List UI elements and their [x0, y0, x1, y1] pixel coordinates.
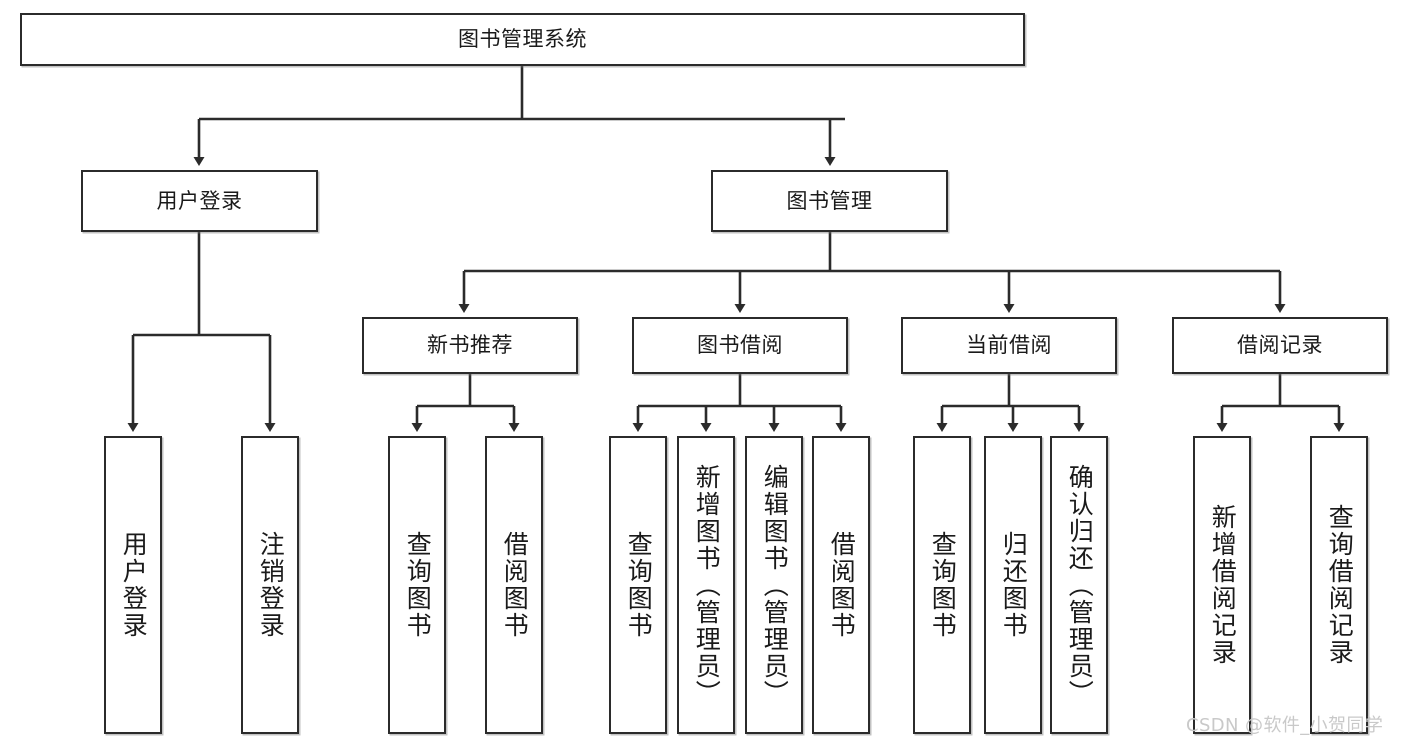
node-leaf-logout[interactable]: 注销登录	[241, 436, 299, 734]
node-leaf-query-record[interactable]: 查询借阅记录	[1310, 436, 1368, 734]
node-label-leaf-return-book: 归还图书	[999, 531, 1029, 639]
node-borrow-record[interactable]: 借阅记录	[1172, 317, 1388, 374]
node-label-leaf-query-book-3: 查询图书	[928, 531, 958, 639]
node-label-book-manage: 图书管理	[786, 188, 873, 213]
node-user-login[interactable]: 用户登录	[81, 170, 318, 232]
node-book-manage[interactable]: 图书管理	[711, 170, 948, 232]
node-new-book-rec[interactable]: 新书推荐	[362, 317, 578, 374]
node-leaf-add-record[interactable]: 新增借阅记录	[1193, 436, 1251, 734]
node-label-book-borrow: 图书借阅	[697, 333, 783, 357]
node-leaf-query-book-2[interactable]: 查询图书	[609, 436, 667, 734]
node-label-leaf-logout: 注销登录	[256, 531, 286, 639]
node-label-leaf-confirm-return: 确认归还（管理员）	[1065, 463, 1095, 707]
node-label-current-borrow: 当前借阅	[966, 333, 1052, 357]
node-current-borrow[interactable]: 当前借阅	[901, 317, 1117, 374]
node-leaf-user-login[interactable]: 用户登录	[104, 436, 162, 734]
node-leaf-query-book-1[interactable]: 查询图书	[388, 436, 446, 734]
node-label-new-book-rec: 新书推荐	[427, 333, 513, 357]
node-label-leaf-borrow-book-2: 借阅图书	[827, 531, 857, 639]
node-label-leaf-query-book-1: 查询图书	[403, 531, 433, 639]
node-label-leaf-add-record: 新增借阅记录	[1208, 504, 1238, 666]
node-label-root: 图书管理系统	[458, 27, 587, 51]
node-label-leaf-user-login: 用户登录	[119, 531, 149, 639]
node-label-leaf-edit-book: 编辑图书（管理员）	[760, 463, 790, 707]
node-leaf-add-book[interactable]: 新增图书（管理员）	[677, 436, 735, 734]
node-leaf-borrow-book-1[interactable]: 借阅图书	[485, 436, 543, 734]
node-book-borrow[interactable]: 图书借阅	[632, 317, 848, 374]
node-leaf-query-book-3[interactable]: 查询图书	[913, 436, 971, 734]
node-root[interactable]: 图书管理系统	[20, 13, 1025, 66]
node-leaf-confirm-return[interactable]: 确认归还（管理员）	[1050, 436, 1108, 734]
node-label-leaf-add-book: 新增图书（管理员）	[692, 463, 722, 707]
node-label-leaf-query-record: 查询借阅记录	[1325, 504, 1355, 666]
node-label-leaf-borrow-book-1: 借阅图书	[500, 531, 530, 639]
node-leaf-borrow-book-2[interactable]: 借阅图书	[812, 436, 870, 734]
node-label-user-login: 用户登录	[156, 188, 243, 213]
node-leaf-return-book[interactable]: 归还图书	[984, 436, 1042, 734]
node-label-leaf-query-book-2: 查询图书	[624, 531, 654, 639]
node-label-borrow-record: 借阅记录	[1237, 333, 1323, 357]
node-leaf-edit-book[interactable]: 编辑图书（管理员）	[745, 436, 803, 734]
